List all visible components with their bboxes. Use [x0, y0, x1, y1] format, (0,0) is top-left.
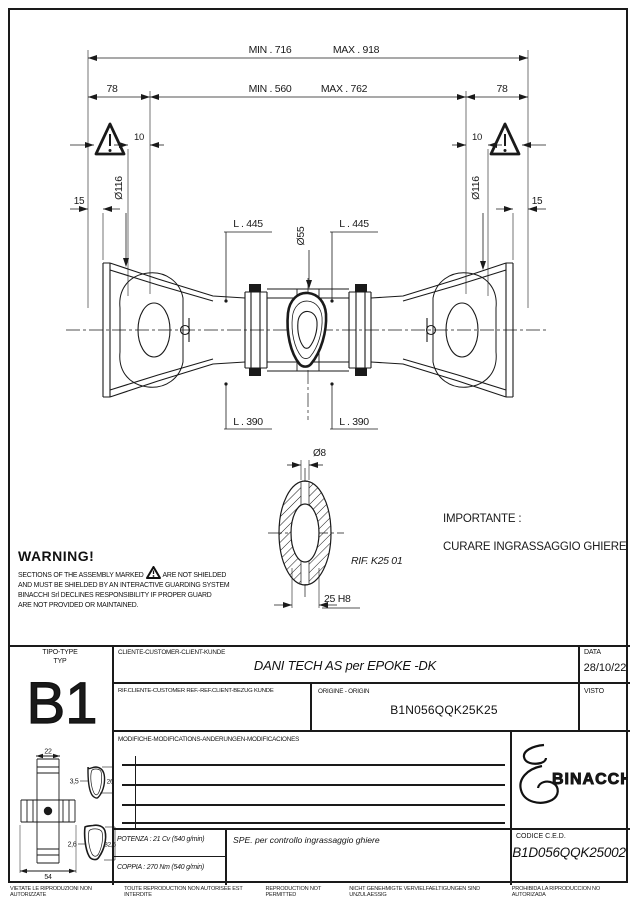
warning-title: WARNING! [18, 548, 95, 564]
ring-nut-section [278, 480, 332, 586]
reproduction-notices: VIETATE LE RIPRODUZIONI NON AUTORIZZATE … [0, 886, 640, 898]
rif-note: RIF. K25 01 [351, 555, 402, 567]
data-value: 28/10/22 [583, 662, 627, 674]
dim-dia55: Ø55 [295, 226, 307, 245]
dim-L445-right: L . 445 [339, 218, 369, 230]
dim-L390-right: L . 390 [339, 416, 369, 428]
svg-text:B1: B1 [27, 671, 98, 734]
dim-dia116-left: Ø116 [113, 176, 125, 200]
warning-line-2: AND MUST BE SHIELDED BY AN INTERACTIVE G… [18, 582, 230, 590]
shaft-drawing: MIN . 716 MAX . 918 78 MIN . 560 MAX . 7… [66, 44, 627, 609]
tipo-typ-label: TYP [53, 658, 67, 665]
visto-label: VISTO [584, 688, 604, 695]
dim-78-right: 78 [496, 83, 508, 95]
dim-15-left: 15 [74, 196, 85, 207]
dim-overall-max: MAX . 918 [333, 44, 380, 56]
dim-dia116-right: Ø116 [470, 176, 482, 200]
dim-10-left: 10 [134, 132, 144, 143]
data-label: DATA [584, 649, 601, 656]
dim-78-left: 78 [106, 83, 118, 95]
potenza-value: POTENZA : 21 Cv (540 g/min) [117, 836, 205, 843]
cliente-label: CLIENTE-CUSTOMER-CLIENT-KUNDE [118, 649, 226, 656]
cliente-value: DANI TECH AS per EPOKE -DK [253, 658, 437, 673]
warning-note: WARNING! SECTIONS OF THE ASSEMBLY MARKED… [18, 548, 256, 610]
warning-triangle-icon-left [94, 122, 126, 156]
notice-de: NICHT GENEHMIGTE VERVIELFAELTIGUNGEN SIN… [349, 886, 481, 898]
mini-dim-22: 22 [44, 749, 52, 756]
warning-triangle-icon-inline [145, 566, 161, 580]
notice-en: REPRODUCTION NOT PERMITTED [265, 886, 322, 898]
mini-dim-54: 54 [44, 874, 52, 881]
origine-label: ORIGINE - ORIGIN [318, 688, 370, 695]
origine-value: B1N056QQK25K25 [390, 703, 498, 717]
spe-note: SPE. per controllo ingrassaggio ghiere [233, 835, 380, 845]
dimension-labels: MIN . 716 MAX . 918 78 MIN . 560 MAX . 7… [74, 44, 544, 605]
coppia-value: COPPIA : 270 Nm (540 g/min) [117, 864, 205, 871]
cross-journal-mini-drawing: 22 54 3,5 26 2,6 32,5 [19, 749, 117, 881]
dimension-arrows [79, 55, 537, 608]
dim-dia8: Ø8 [313, 448, 326, 459]
modifiche-label: MODIFICHE-MODIFICATIONS-ANDERUNGEN-MODIF… [118, 736, 300, 743]
dim-closed-min: MIN . 560 [249, 83, 292, 95]
dim-10-right: 10 [472, 132, 482, 143]
warning-line-4: ARE NOT PROVIDED OR MAINTAINED. [18, 602, 139, 610]
importante-body: CURARE INGRASSAGGIO GHIERE [443, 541, 627, 553]
sheet-border [8, 8, 628, 883]
tipo-type-label: TIPO-TYPE [42, 649, 78, 656]
warning-triangle-icon-right [489, 122, 521, 156]
dim-25H8: 25 H8 [324, 593, 351, 605]
importante-note: IMPORTANTE : CURARE INGRASSAGGIO GHIERE [443, 513, 627, 553]
warning-line-3: BINACCHI Srl DECLINES RESPONSIBILITY IF … [18, 592, 212, 600]
tube-profile-section [286, 291, 328, 368]
dim-L390-left: L . 390 [233, 416, 263, 428]
extension-lines [87, 50, 529, 608]
notice-it: VIETATE LE RIPRODUZIONI NON AUTORIZZATE [10, 886, 92, 898]
tipo-value: B1 [26, 670, 98, 734]
codice-label: CODICE C.E.D. [516, 833, 566, 840]
notice-fr: TOUTE REPRODUCTION NON AUTORISEE EST INT… [124, 886, 243, 898]
mini-dim-32-5: 32,5 [104, 842, 116, 849]
rif-cliente-label: RIF.CLIENTE-CUSTOMER REF.-REF.CLIENT-BEZ… [118, 688, 274, 694]
mini-dim-26: 26 [107, 779, 114, 786]
dim-15-right: 15 [532, 196, 543, 207]
mini-dim-2-6: 2,6 [68, 842, 77, 849]
notice-es: PROHIBIDA LA RIPRODUCCION NO AUTORIZADA [511, 886, 601, 898]
codice-value: B1D056QQK25002 [512, 845, 626, 860]
dim-closed-max: MAX . 762 [321, 83, 368, 95]
dim-L445-left: L . 445 [233, 218, 263, 230]
importante-title: IMPORTANTE : [443, 513, 521, 525]
binacchi-logo-text: BINACCHI [552, 771, 628, 788]
binacchi-logo: BINACCHI [519, 743, 628, 804]
dim-overall-min: MIN . 716 [249, 44, 292, 56]
mini-dim-3-5: 3,5 [70, 779, 79, 786]
